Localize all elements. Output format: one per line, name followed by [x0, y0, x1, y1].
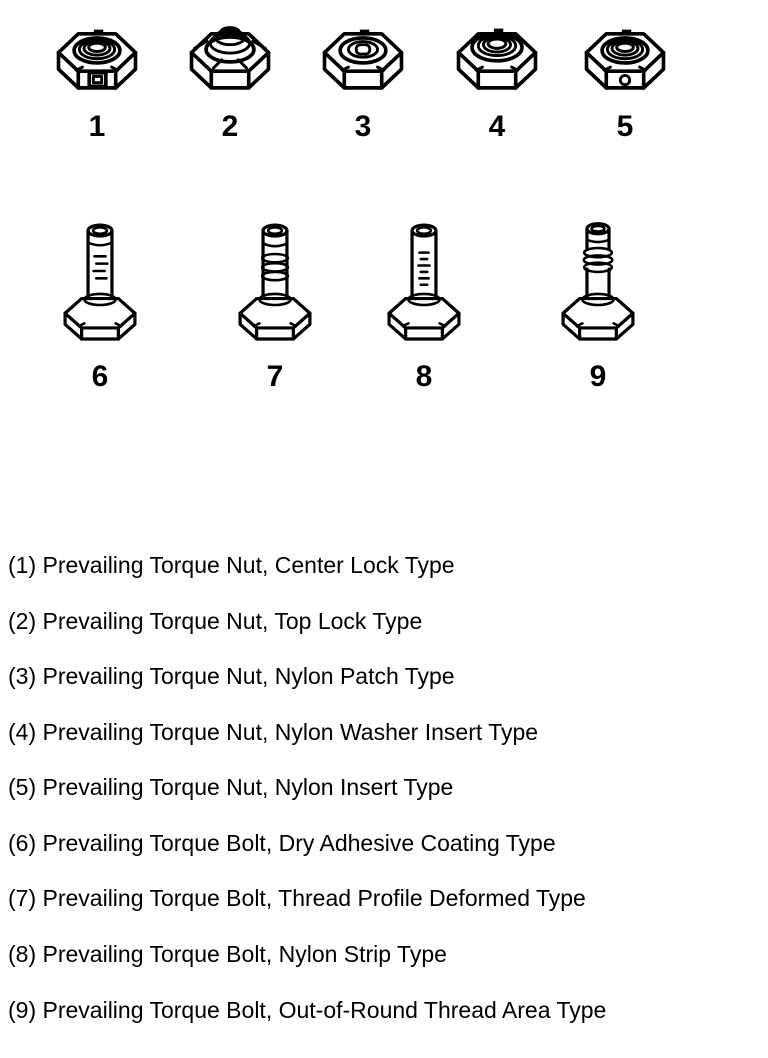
- legend-item-4: (4) Prevailing Torque Nut, Nylon Washer …: [8, 718, 539, 745]
- legend-item-6: (6) Prevailing Torque Bolt, Dry Adhesive…: [8, 829, 556, 856]
- figure-bolt-6: [54, 203, 146, 350]
- legend-item-2: (2) Prevailing Torque Nut, Top Lock Type: [8, 607, 423, 634]
- figure-number-4: 4: [488, 110, 506, 143]
- figure-nut-5: [573, 18, 677, 112]
- prevailing-torque-nut-center-lock-icon: [56, 29, 138, 90]
- figure-number-5: 5: [616, 110, 634, 143]
- legend-item-5: (5) Prevailing Torque Nut, Nylon Insert …: [8, 774, 454, 801]
- prevailing-torque-nut-nylon-patch-icon: [322, 29, 404, 90]
- figure-number-3: 3: [354, 110, 372, 143]
- figure-nut-3: [311, 18, 415, 112]
- legend-item-7: (7) Prevailing Torque Bolt, Thread Profi…: [8, 885, 586, 912]
- figure-number-7: 7: [266, 360, 284, 393]
- prevailing-torque-nut-top-lock-icon: [189, 26, 271, 90]
- figure-number-8: 8: [415, 360, 433, 393]
- legend-item-3: (3) Prevailing Torque Nut, Nylon Patch T…: [8, 663, 455, 690]
- prevailing-torque-nut-nylon-insert-icon: [584, 29, 666, 90]
- figure-number-2: 2: [221, 110, 239, 143]
- figure-nut-2: [178, 18, 282, 112]
- figure-nut-4: [445, 18, 549, 112]
- legend: (1) Prevailing Torque Nut, Center Lock T…: [8, 538, 606, 1038]
- figure-number-6: 6: [91, 360, 109, 393]
- figure-bolt-8: [378, 203, 470, 350]
- figure-bolt-7: [229, 203, 321, 350]
- figure-number-1: 1: [88, 110, 106, 143]
- prevailing-torque-bolt-thread-profile-deformed-icon: [238, 223, 312, 341]
- figure-bolt-9: [552, 203, 644, 350]
- legend-item-9: (9) Prevailing Torque Bolt, Out-of-Round…: [8, 996, 607, 1023]
- legend-item-8: (8) Prevailing Torque Bolt, Nylon Strip …: [8, 940, 447, 967]
- figure-number-9: 9: [589, 360, 607, 393]
- prevailing-torque-nut-nylon-washer-insert-icon: [456, 28, 538, 90]
- prevailing-torque-bolt-nylon-strip-icon: [387, 223, 461, 341]
- prevailing-torque-bolt-dry-adhesive-coating-icon: [63, 223, 137, 341]
- figure-nut-1: [45, 18, 149, 112]
- prevailing-torque-bolt-out-of-round-thread-area-icon: [561, 222, 635, 341]
- legend-item-1: (1) Prevailing Torque Nut, Center Lock T…: [8, 552, 455, 578]
